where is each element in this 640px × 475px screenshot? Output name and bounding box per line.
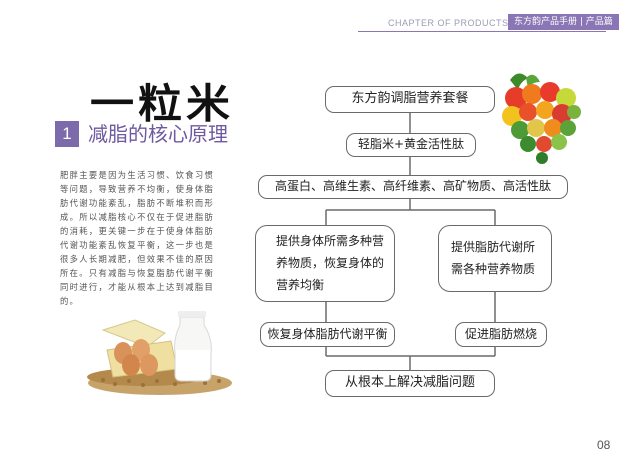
body-paragraph: 肥胖主要是因为生活习惯、饮食习惯等问题，导致营养不均衡，使身体脂肪代谢功能紊乱，… bbox=[60, 170, 214, 306]
flow-box-nutrients: 高蛋白、高维生素、高纤维素、高矿物质、高活性肽 bbox=[258, 175, 568, 199]
page-number: 08 bbox=[597, 438, 611, 452]
chapter-label: CHAPTER OF PRODUCTS bbox=[388, 18, 509, 28]
flow-box-package: 东方韵调脂营养套餐 bbox=[325, 86, 495, 113]
vegetable-heart-illustration bbox=[502, 73, 581, 164]
section-number-badge: 1 bbox=[55, 121, 79, 147]
eggs-milk-illustration bbox=[87, 311, 232, 395]
flow-box-metabolism-balance: 恢复身体脂肪代谢平衡 bbox=[260, 322, 395, 347]
chapter-tag: 东方韵产品手册 | 产品篇 bbox=[508, 14, 619, 30]
flow-box-ingredients: 轻脂米+黄金活性肽 bbox=[346, 133, 476, 157]
page-title: 一粒米 bbox=[90, 80, 234, 128]
flow-box-fat-burning: 促进脂肪燃烧 bbox=[455, 322, 547, 347]
flow-box-metabolism-nutrients: 提供脂肪代谢所需各种营养物质 bbox=[438, 225, 552, 292]
section-title: 减脂的核心原理 bbox=[88, 122, 228, 146]
header-divider bbox=[358, 31, 606, 32]
flow-box-solution: 从根本上解决减脂问题 bbox=[325, 370, 495, 397]
flow-box-balance: 提供身体所需多种营养物质，恢复身体的营养均衡 bbox=[255, 225, 395, 302]
